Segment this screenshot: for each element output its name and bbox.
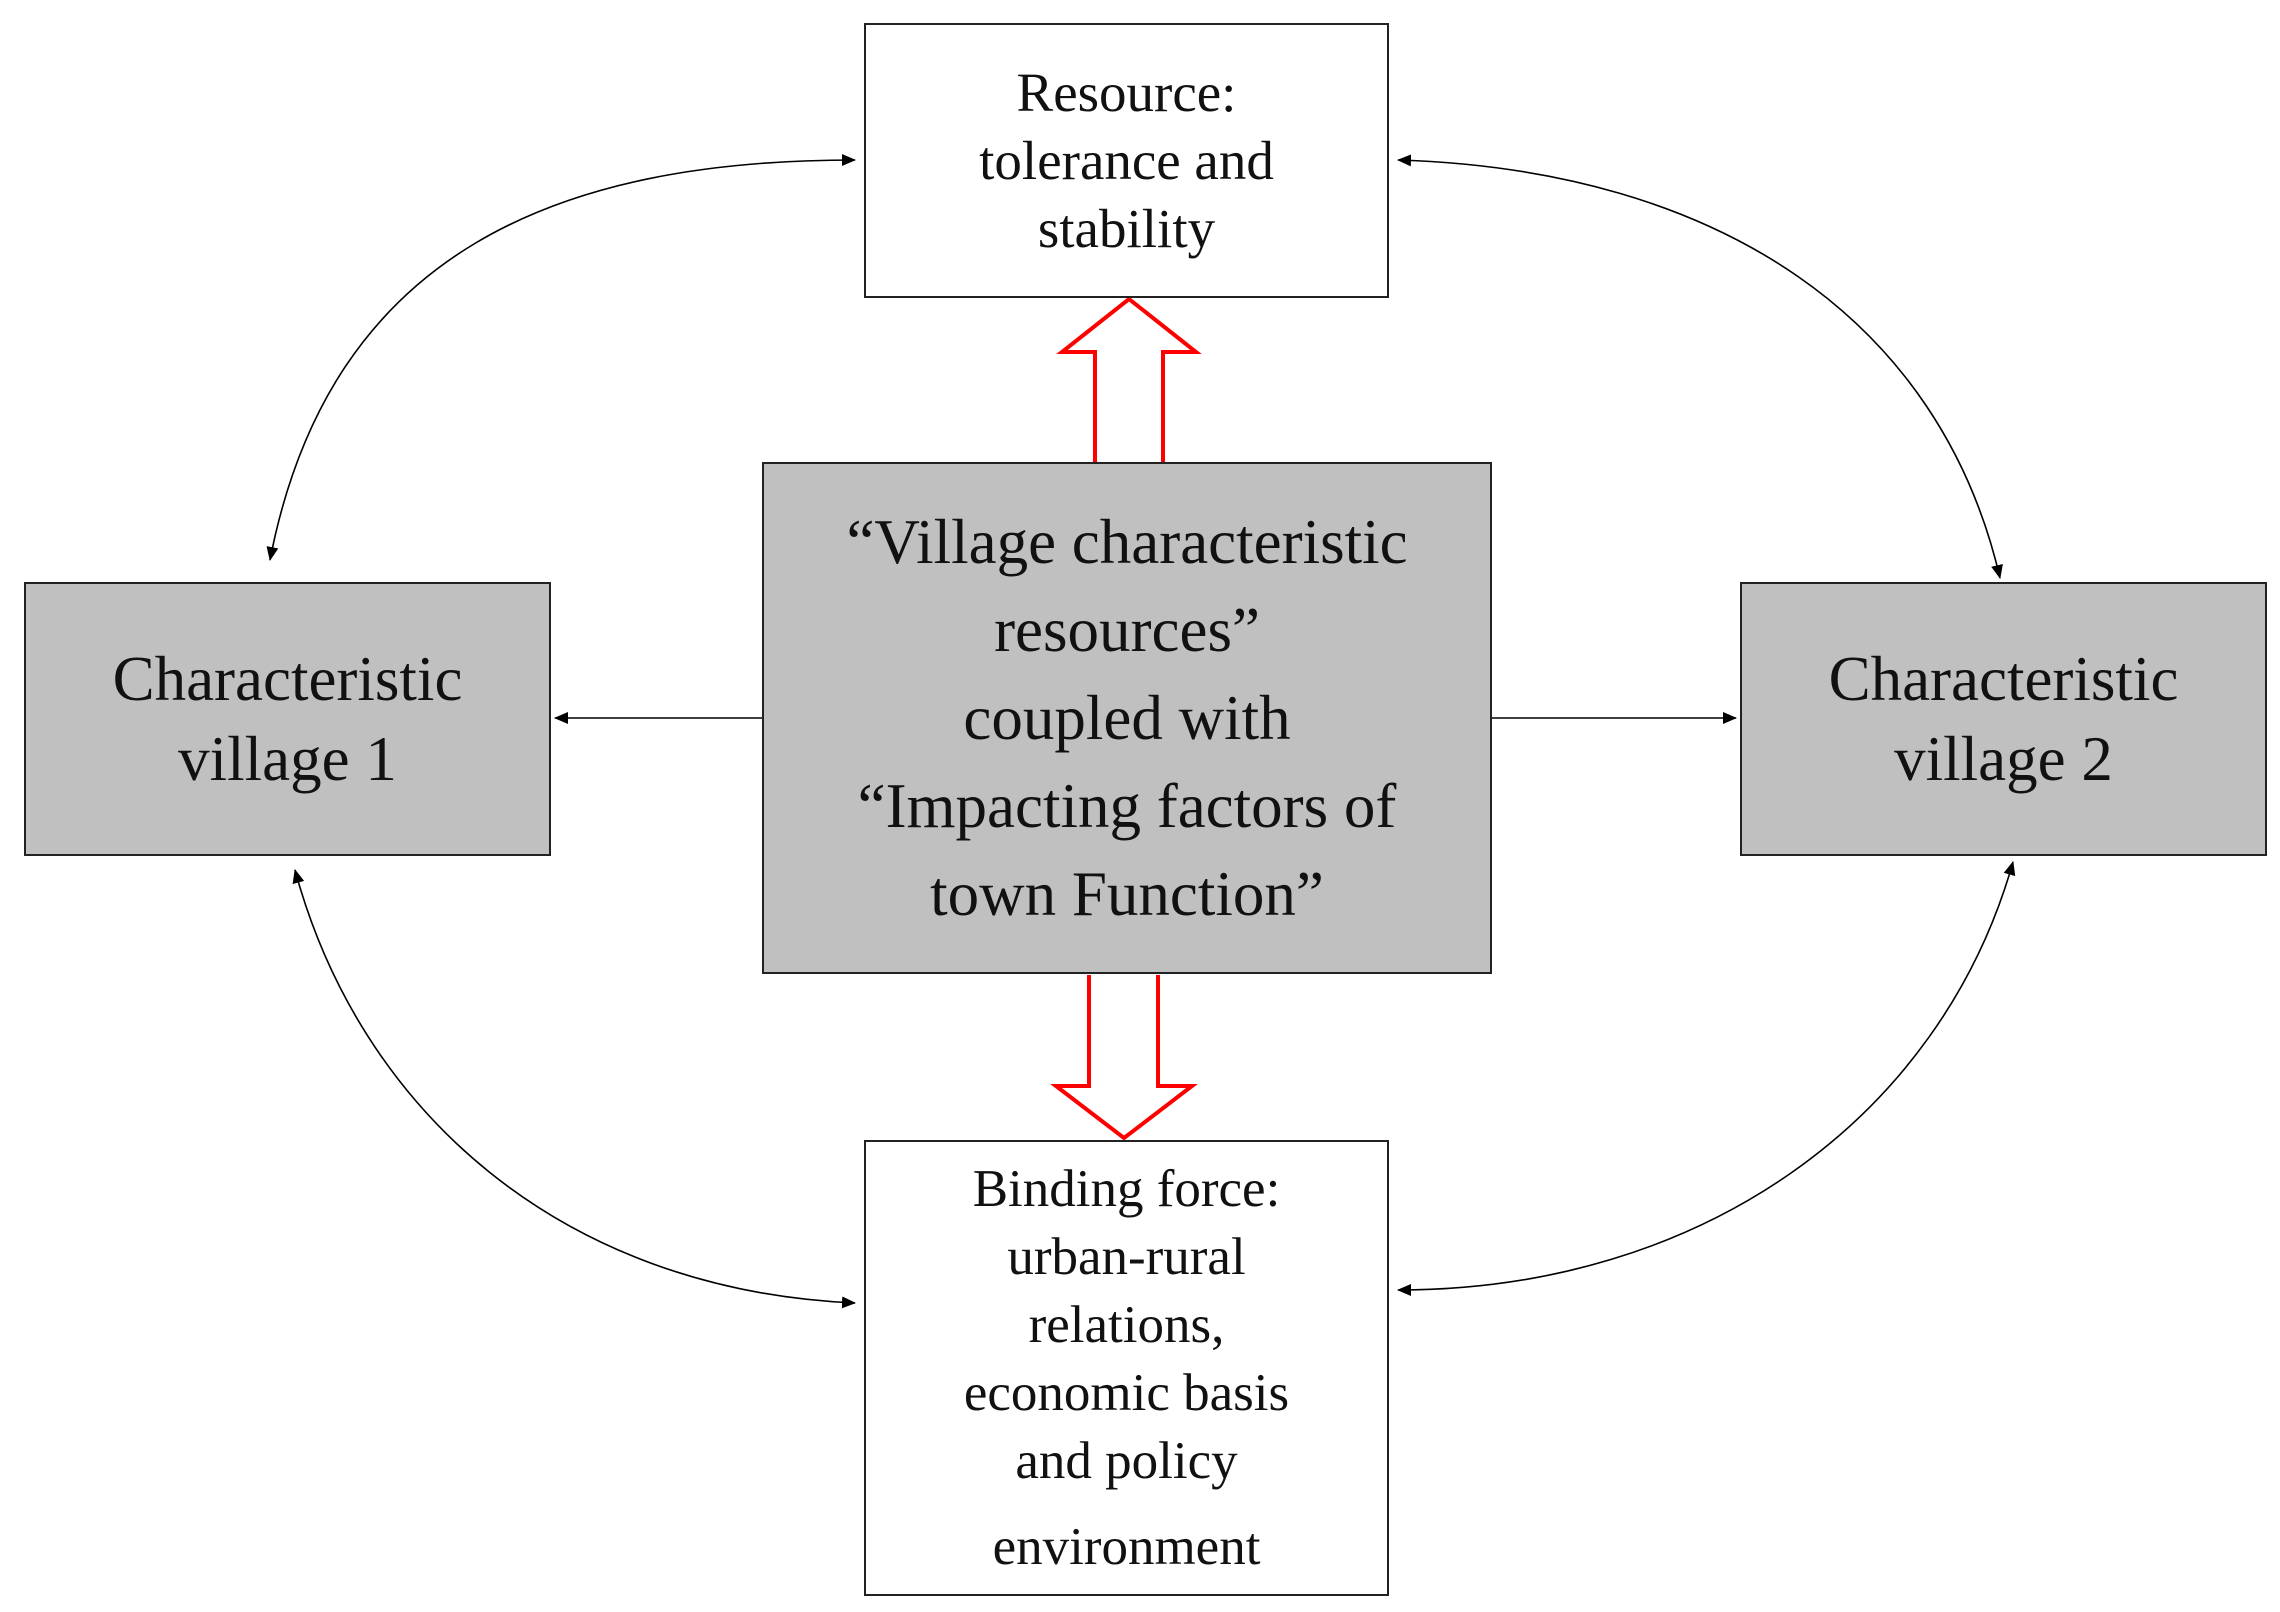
binding-force-box-line-5: and policy <box>1015 1432 1238 1490</box>
resource-box-line-1: Resource: <box>1016 61 1237 123</box>
resource-box-line-3: stability <box>1037 197 1216 259</box>
coupling-box: “Village characteristic resources” coupl… <box>762 462 1492 974</box>
red-arrow-down <box>1050 975 1198 1141</box>
village-2-box: Characteristic village 2 <box>1740 582 2267 856</box>
binding-force-box-line-3: relations, <box>1028 1296 1225 1354</box>
resource-box-line-2: tolerance and <box>979 129 1274 191</box>
curve-arrow-top-right <box>1397 154 2003 579</box>
binding-force-box-line-6: environment <box>992 1518 1261 1576</box>
curve-arrow-top-left <box>266 154 856 561</box>
binding-force-box: Binding force: urban-rural relations, ec… <box>864 1140 1389 1596</box>
binding-force-box-line-1: Binding force: <box>972 1160 1281 1218</box>
coupling-box-line-2: resources” <box>994 595 1260 665</box>
binding-force-box-line-4: economic basis <box>963 1364 1290 1422</box>
coupling-box-line-5: town Function” <box>930 859 1324 929</box>
village-1-box-line-2: village 1 <box>178 724 397 794</box>
binding-force-box-line-2: urban-rural <box>1007 1228 1246 1286</box>
curve-arrow-right-bottom <box>1397 861 2016 1296</box>
village-1-box: Characteristic village 1 <box>24 582 551 856</box>
coupling-box-line-1: “Village characteristic <box>846 507 1408 577</box>
red-arrow-up <box>1056 296 1202 462</box>
village-2-box-line-1: Characteristic <box>1828 644 2179 714</box>
village-2-box-line-2: village 2 <box>1894 724 2113 794</box>
coupling-box-line-4: “Impacting factors of <box>857 771 1397 841</box>
coupling-box-line-3: coupled with <box>963 683 1291 753</box>
resource-box: Resource: tolerance and stability <box>864 23 1389 298</box>
village-1-box-line-1: Characteristic <box>112 644 463 714</box>
curve-arrow-left-bottom <box>292 869 856 1309</box>
